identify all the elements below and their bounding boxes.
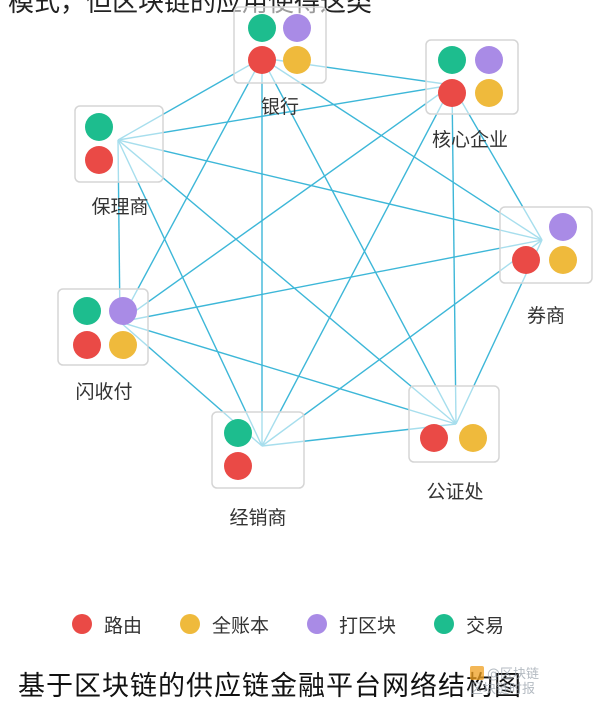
legend-dot-purple xyxy=(307,614,328,634)
node-factor xyxy=(74,105,164,183)
node-boxes xyxy=(57,6,593,489)
node-label-factor: 保理商 xyxy=(91,196,148,218)
node-box xyxy=(211,411,305,489)
edge-shanshou-notary xyxy=(119,321,457,425)
node-dot-purple xyxy=(283,14,311,42)
edge-bank-notary xyxy=(261,57,457,425)
figure-caption: 基于区块链的供应链金融平台网络结构图 xyxy=(18,671,522,702)
node-core xyxy=(425,39,519,115)
edge-core-notary xyxy=(451,84,457,425)
legend-label: 路由 xyxy=(104,614,143,637)
node-dot-yellow xyxy=(109,331,137,359)
edge-bank-broker xyxy=(261,57,543,241)
node-dot-green xyxy=(248,14,276,42)
node-notary xyxy=(408,385,500,463)
watermark-logo-icon xyxy=(470,666,484,680)
node-label-notary: 公证处 xyxy=(426,481,483,503)
legend-dot-green xyxy=(434,614,455,634)
node-label-bank: 银行 xyxy=(261,96,299,118)
node-dot-red xyxy=(73,331,101,359)
legend-item-full-ledger: 全账本 xyxy=(180,611,269,638)
legend-label: 打区块 xyxy=(339,614,397,637)
edge-core-shanshou xyxy=(119,84,453,323)
node-dot-green xyxy=(85,113,113,141)
edge-core-factor xyxy=(117,84,453,141)
node-dot-yellow xyxy=(459,424,487,452)
legend-dot-red xyxy=(72,614,92,634)
watermark-line1: @区块链 xyxy=(487,667,540,682)
node-dot-purple xyxy=(109,297,137,325)
legend: 路由 全账本 打区块 交易 xyxy=(72,608,552,640)
legend-item-mining: 打区块 xyxy=(307,611,396,638)
node-dot-green xyxy=(73,297,101,325)
node-box xyxy=(425,39,519,115)
node-box xyxy=(233,6,327,84)
legend-item-transaction: 交易 xyxy=(434,611,504,638)
edge-factor-dealer xyxy=(117,139,263,447)
edge-broker-dealer xyxy=(261,239,543,447)
node-dot-purple xyxy=(549,213,577,241)
node-dot-green xyxy=(224,419,252,447)
node-dot-red xyxy=(512,246,540,274)
legend-item-route: 路由 xyxy=(72,611,142,638)
legend-label: 全账本 xyxy=(212,614,270,637)
node-box xyxy=(74,105,164,183)
legend-label: 交易 xyxy=(466,614,505,637)
node-dot-red xyxy=(420,424,448,452)
node-dot-red xyxy=(224,452,252,480)
node-dot-red xyxy=(85,146,113,174)
node-dot-red xyxy=(438,79,466,107)
node-dot-purple xyxy=(475,46,503,74)
edge-core-dealer xyxy=(261,84,453,447)
node-dot-yellow xyxy=(283,46,311,74)
watermark-line2: 区块链时报 xyxy=(470,682,536,697)
node-label-dealer: 经销商 xyxy=(229,507,286,529)
edge-factor-broker xyxy=(117,139,543,241)
node-label-core: 核心企业 xyxy=(432,129,508,151)
node-box xyxy=(57,288,149,366)
edge-broker-shanshou xyxy=(119,239,543,323)
node-broker xyxy=(499,206,593,284)
node-dealer xyxy=(211,411,305,489)
node-label-shanshou: 闪收付 xyxy=(75,381,132,403)
node-label-broker: 券商 xyxy=(527,305,565,327)
node-dot-green xyxy=(438,46,466,74)
edge-bank-shanshou xyxy=(119,57,263,323)
node-dot-yellow xyxy=(475,79,503,107)
node-dot-red xyxy=(248,46,276,74)
watermark: @区块链 区块链时报 xyxy=(470,666,596,700)
node-box xyxy=(499,206,593,284)
node-box xyxy=(408,385,500,463)
node-shanshou xyxy=(57,288,149,366)
node-bank xyxy=(233,6,327,84)
legend-dot-yellow xyxy=(180,614,201,634)
edge-factor-notary xyxy=(117,139,457,425)
node-dot-yellow xyxy=(549,246,577,274)
